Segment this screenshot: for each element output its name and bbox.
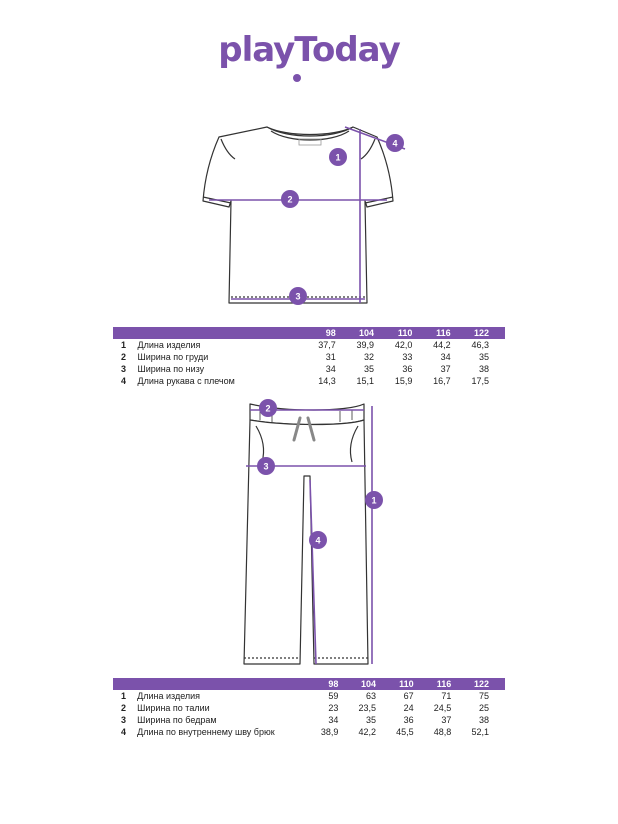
pants-size-table: 98 104 110 116 122 1 Длина изделия 59 63… — [113, 678, 505, 738]
pants-drawing: 1 2 3 4 — [243, 399, 383, 665]
marker-4: 4 — [315, 536, 320, 546]
table-row: 1 Длина изделия 37,7 39,9 42,0 44,2 46,3 — [121, 340, 489, 350]
marker-1: 1 — [371, 496, 376, 506]
table-row: 1 Длина изделия 59 63 67 71 75 — [121, 691, 489, 701]
size-col: 116 — [413, 678, 452, 690]
table-row: 2 Ширина по талии 23 23,5 24 24,5 25 — [121, 703, 489, 713]
table-row: 3 Ширина по бедрам 34 35 36 37 38 — [121, 715, 489, 725]
marker-2: 2 — [265, 404, 270, 414]
brand-logo: playToday — [218, 30, 401, 70]
tshirt-drawing: 1 2 3 4 — [202, 126, 406, 305]
size-col: 122 — [451, 678, 505, 690]
size-col: 122 — [450, 327, 505, 339]
logo-dot — [293, 74, 301, 82]
size-header-row: 98 104 110 116 122 — [113, 678, 505, 690]
marker-4: 4 — [392, 139, 397, 149]
size-col: 98 — [297, 327, 336, 339]
size-col: 98 — [300, 678, 339, 690]
marker-1: 1 — [335, 153, 340, 163]
tshirt-markers: 1 2 3 4 — [281, 134, 404, 305]
size-col: 104 — [335, 327, 375, 339]
pants-markers: 1 2 3 4 — [257, 399, 383, 549]
table-row: 4 Длина по внутреннему шву брюк 38,9 42,… — [121, 727, 489, 737]
size-col: 104 — [338, 678, 377, 690]
marker-2: 2 — [287, 195, 292, 205]
size-col: 116 — [412, 327, 451, 339]
table-row: 3 Ширина по низу 34 35 36 37 38 — [121, 364, 489, 374]
table-row: 2 Ширина по груди 31 32 33 34 35 — [121, 352, 489, 362]
tshirt-size-table: 98 104 110 116 122 1 Длина изделия 37,7 … — [113, 327, 505, 387]
size-col: 110 — [374, 327, 413, 339]
marker-3: 3 — [263, 462, 268, 472]
size-header-row: 98 104 110 116 122 — [113, 327, 505, 339]
table-row: 4 Длина рукава с плечом 14,3 15,1 15,9 1… — [121, 376, 489, 386]
size-col: 110 — [376, 678, 414, 690]
marker-3: 3 — [295, 292, 300, 302]
